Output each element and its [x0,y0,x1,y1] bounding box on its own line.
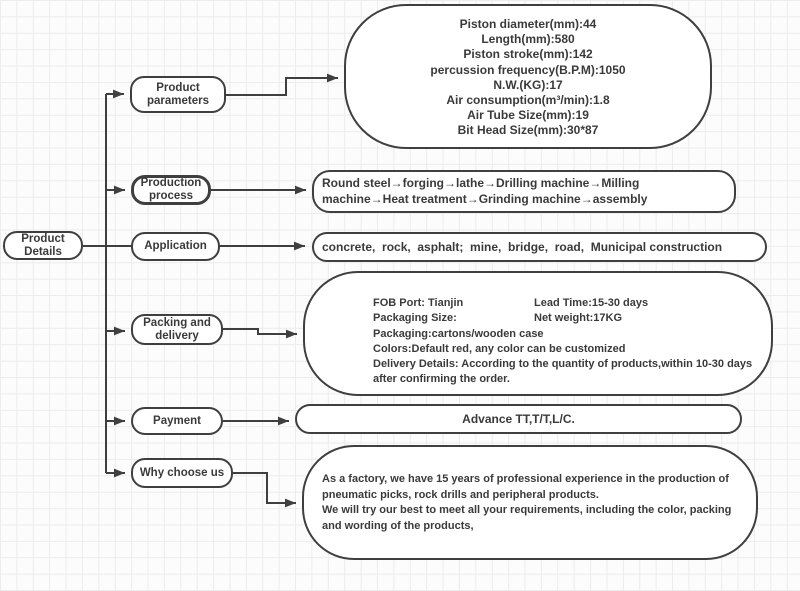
parameter-line: Air Tube Size(mm):19 [467,108,589,123]
packing-lead-time: Lead Time:15-30 days [534,297,649,309]
packing-detail-columns: FOB Port: Tianjin Lead Time:15-30 days P… [373,296,759,327]
branch-label: Application [144,240,207,252]
parameter-line: Piston diameter(mm):44 [459,17,597,31]
parameter-line: N.W.(KG):17 [493,77,563,92]
parameter-line: percussion frequency(B.P.M):1050 [430,62,626,77]
why-paragraph: As a factory, we have 15 years of profes… [322,473,729,501]
why-paragraph: We will try our best to meet all your re… [322,504,732,532]
edge-why-to-content [233,472,296,508]
content-node-application: concrete, rock, asphalt; mine, bridge, r… [312,232,767,262]
branch-node-production-process: Production process [131,175,211,205]
content-node-production-process: Round steel→forging→lathe→Drilling machi… [312,170,736,213]
packing-net-weight: Net weight:17KG [534,312,623,325]
packing-fob-port: FOB Port: Tianjin [373,297,464,309]
branch-label: Payment [153,414,201,427]
parameter-line: Bit Head Size(mm):30*87 [457,123,599,138]
production-process-text: Round steel→forging→lathe→Drilling machi… [322,176,648,206]
packing-line: Colors:Default red, any color can be cus… [373,342,626,355]
root-node-label: Product Details [21,232,65,258]
content-node-why-choose-us: As a factory, we have 15 years of profes… [302,445,758,560]
edge-packing-to-content [223,328,297,339]
branch-node-packing-and-delivery: Packing and delivery [131,314,223,345]
branch-label: Packing and delivery [143,316,211,342]
content-node-payment: Advance TT,T/T,L/C. [295,404,742,434]
branch-node-product-parameters: Product parameters [130,76,226,113]
branch-label: Production process [140,177,202,202]
parameter-line: Air consumption(m³/min):1.8 [446,93,610,108]
content-node-packing-and-delivery: FOB Port: Tianjin Lead Time:15-30 days P… [303,271,773,396]
branch-label: Why choose us [139,466,225,479]
content-node-product-parameters: Piston diameter(mm):44 Length(mm):580 Pi… [344,4,712,149]
payment-text: Advance TT,T/T,L/C. [462,412,575,426]
branch-node-application: Application [131,232,220,261]
branch-node-why-choose-us: Why choose us [131,458,233,488]
branch-node-payment: Payment [131,407,223,435]
branch-label: Product parameters [146,81,209,107]
packing-packaging-size: Packaging Size: [373,312,457,325]
parameter-line: Length(mm):580 [481,32,575,47]
edge-parameters-to-content [226,73,338,96]
root-node-product-details: Product Details [3,231,83,260]
parameter-line: Piston stroke(mm):142 [463,47,593,62]
packing-line: Packaging:cartons/wooden case [373,327,544,340]
packing-line: Delivery Details: According to the quant… [373,358,753,386]
application-text: concrete, rock, asphalt; mine, bridge, r… [322,240,723,254]
